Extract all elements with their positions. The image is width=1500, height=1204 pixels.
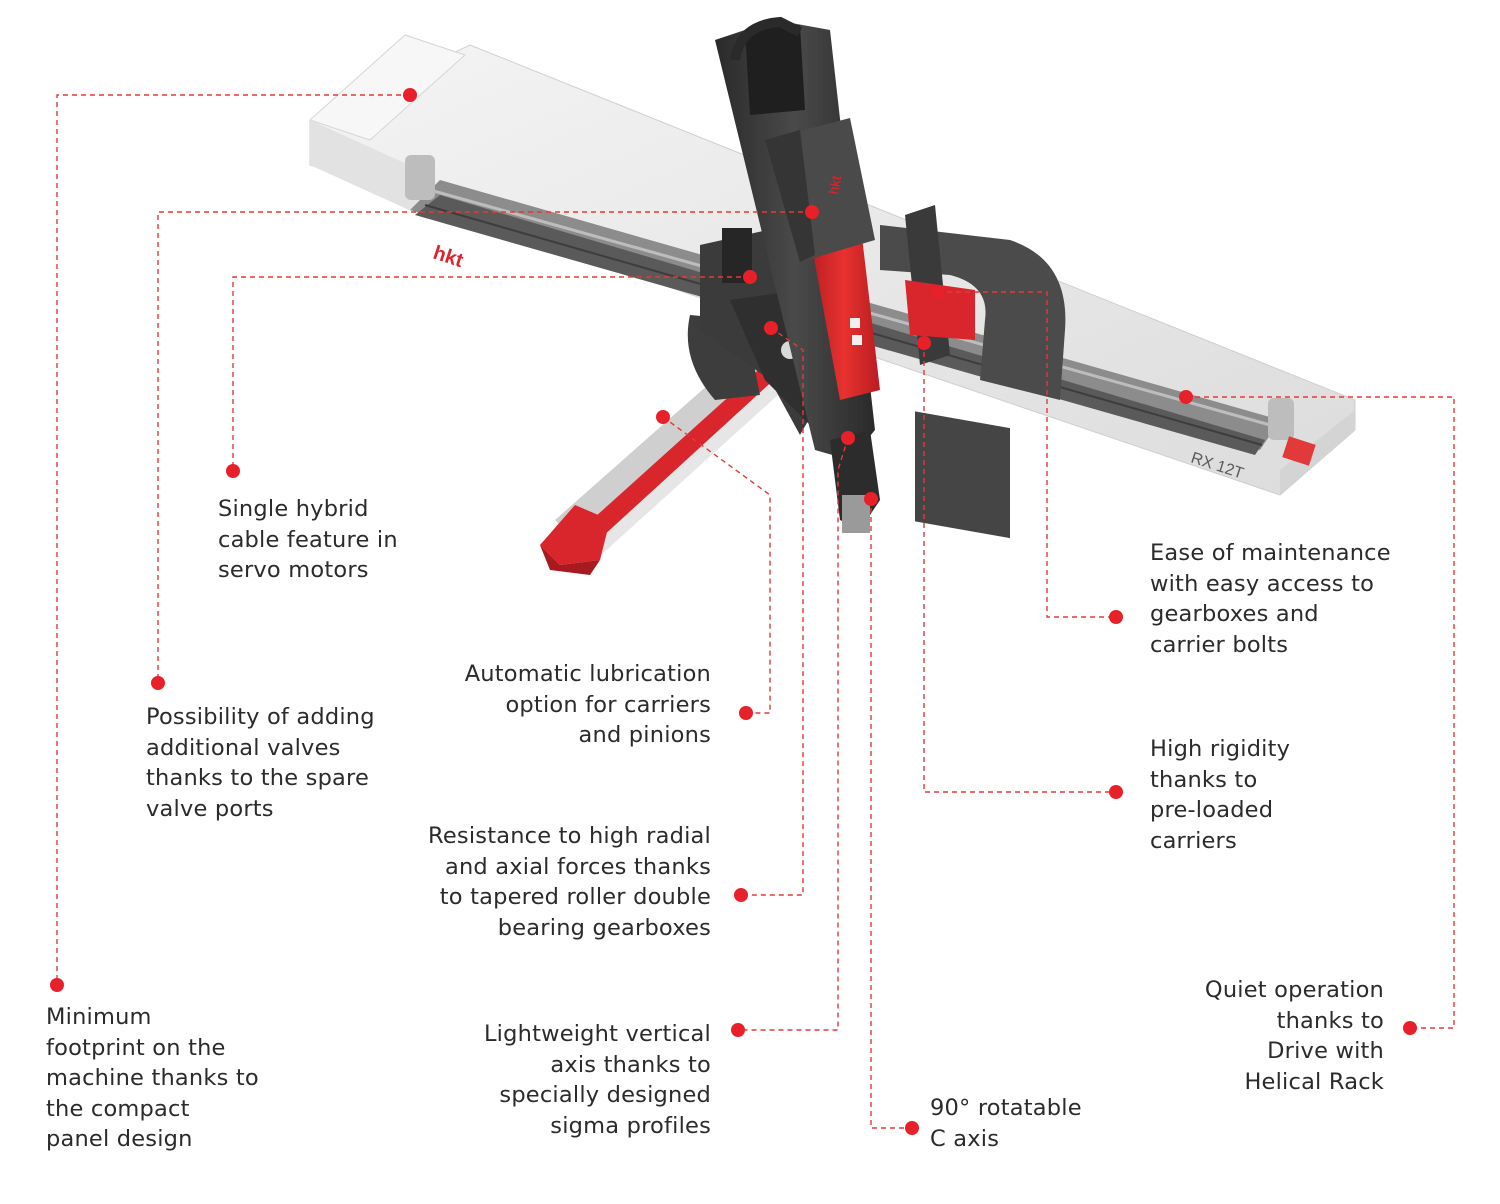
- dot-lubrication: [739, 706, 753, 720]
- dot-maintenance-anchor: [931, 285, 945, 299]
- callout-c-axis: 90° rotatable C axis: [930, 1095, 1082, 1152]
- callout-maintenance: Ease of maintenance with easy access to …: [1150, 540, 1391, 658]
- callout-quiet: Quiet operation thanks to Drive with Hel…: [1204, 977, 1384, 1095]
- dot-compact-panel: [50, 978, 64, 992]
- leader-rigidity: [923, 343, 1116, 793]
- z-column: hkt: [715, 16, 880, 533]
- y-axis-arm: [540, 315, 800, 575]
- dot-vertical-anchor: [841, 431, 855, 445]
- dot-gearbox-anchor: [764, 321, 778, 335]
- leader-lines: [56, 94, 1455, 1129]
- cable-guide: [880, 205, 1066, 539]
- dot-hybrid-cable: [226, 464, 240, 478]
- callout-gearboxes: Resistance to high radial and axial forc…: [428, 823, 711, 941]
- callout-dots: [50, 88, 1417, 1135]
- dot-lube-anchor: [656, 410, 670, 424]
- leader-maintenance: [938, 291, 1116, 618]
- leader-compact-panel: [56, 94, 410, 985]
- leader-vertical-axis: [738, 437, 849, 1031]
- dot-vertical-axis: [731, 1023, 745, 1037]
- callout-compact-panel: Minimum footprint on the machine thanks …: [46, 1004, 259, 1153]
- dot-quiet-anchor: [1179, 390, 1193, 404]
- dot-quiet: [1403, 1021, 1417, 1035]
- callout-vertical-axis: Lightweight vertical axis thanks to spec…: [483, 1021, 711, 1139]
- leader-spare-valves: [157, 211, 812, 683]
- dot-cable-anchor: [743, 270, 757, 284]
- callout-rigidity: High rigidity thanks to pre-loaded carri…: [1150, 736, 1291, 854]
- callout-spare-valves: Possibility of adding additional valves …: [146, 704, 375, 822]
- svg-text:hkt: hkt: [825, 174, 844, 195]
- dot-rigidity: [1109, 785, 1123, 799]
- callout-lubrication: Automatic lubrication option for carrier…: [464, 661, 711, 749]
- dot-gearboxes: [734, 888, 748, 902]
- brand-logo-text: hkt: [430, 242, 466, 272]
- leader-lubrication: [662, 416, 771, 714]
- leader-gearboxes: [741, 327, 804, 896]
- callout-hybrid-cable: Single hybrid cable feature in servo mot…: [218, 496, 398, 584]
- dot-rigidity-anchor: [917, 336, 931, 350]
- dot-c-axis: [905, 1121, 919, 1135]
- dot-maintenance: [1109, 610, 1123, 624]
- dot-panel-anchor: [403, 88, 417, 102]
- dot-spare-valves: [151, 676, 165, 690]
- leader-c-axis: [870, 499, 912, 1129]
- dot-c-axis-anchor: [864, 492, 878, 506]
- dot-valve-anchor: [805, 205, 819, 219]
- leader-hybrid-cable: [232, 276, 750, 471]
- leader-quiet: [1186, 396, 1455, 1029]
